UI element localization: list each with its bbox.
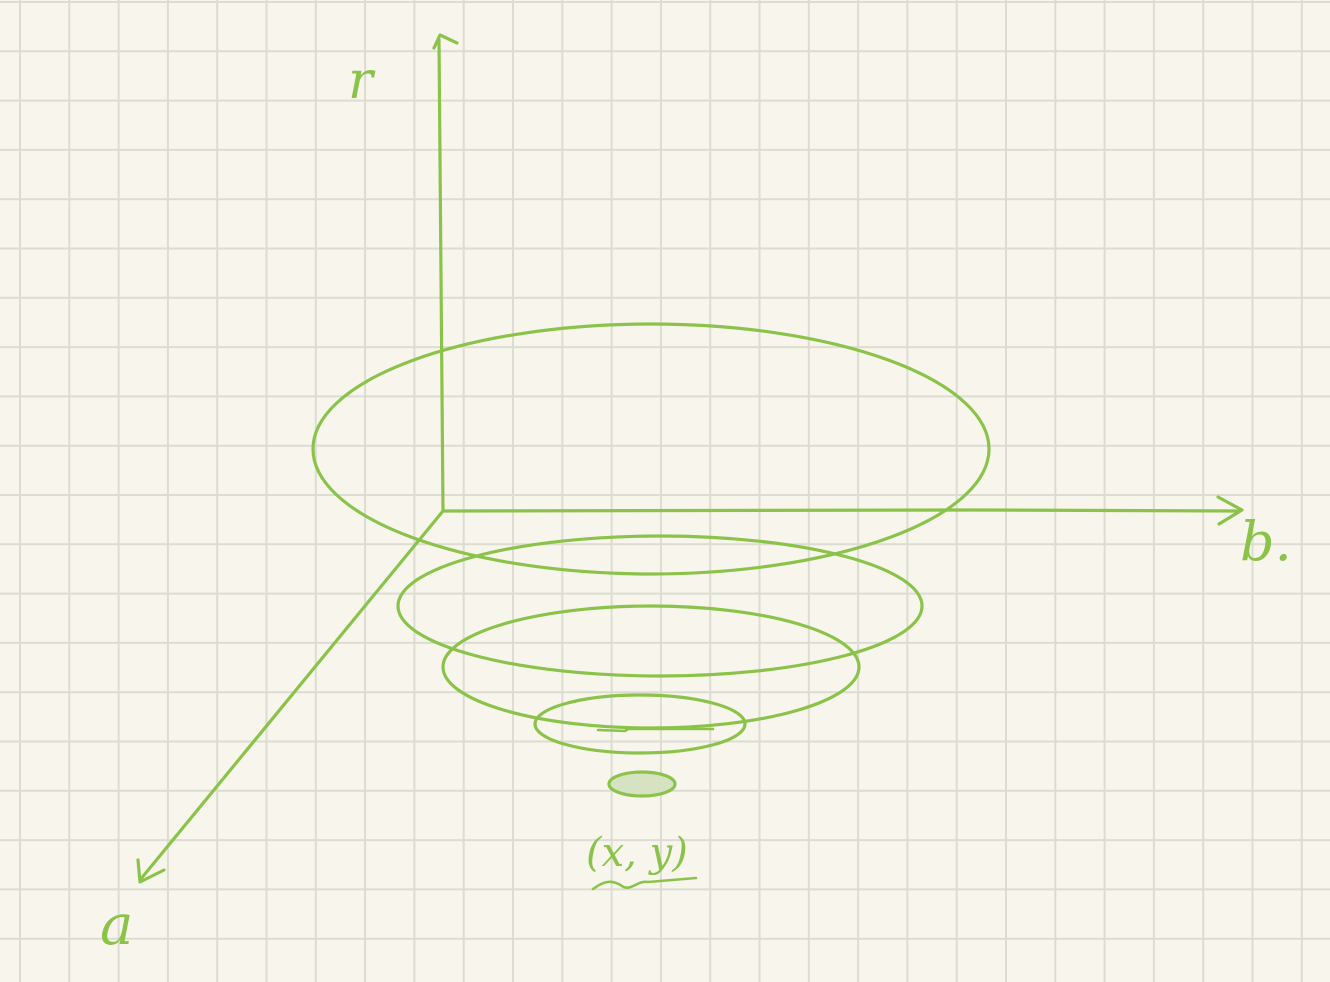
r-axis-label: r bbox=[348, 51, 376, 111]
b-axis bbox=[441, 508, 1240, 513]
ellipse-fourth bbox=[533, 693, 747, 755]
point-label: (x, y) bbox=[586, 830, 688, 876]
r-axis bbox=[437, 38, 445, 513]
ellipse-fourth-radius-mark bbox=[596, 727, 715, 733]
b-axis-label: b. bbox=[1240, 510, 1292, 573]
cone-diagram: r b. a (x, y) bbox=[100, 33, 1292, 958]
a-axis-label: a bbox=[100, 893, 133, 958]
r-axis-arrowhead bbox=[432, 33, 459, 50]
ellipse-largest bbox=[311, 322, 991, 576]
a-axis bbox=[138, 509, 445, 882]
b-axis-arrowhead bbox=[1216, 495, 1244, 526]
a-axis-arrowhead bbox=[136, 858, 166, 884]
ellipse-second bbox=[396, 534, 924, 678]
ellipse-smallest-filled bbox=[607, 770, 677, 798]
point-label-underline bbox=[591, 876, 698, 891]
